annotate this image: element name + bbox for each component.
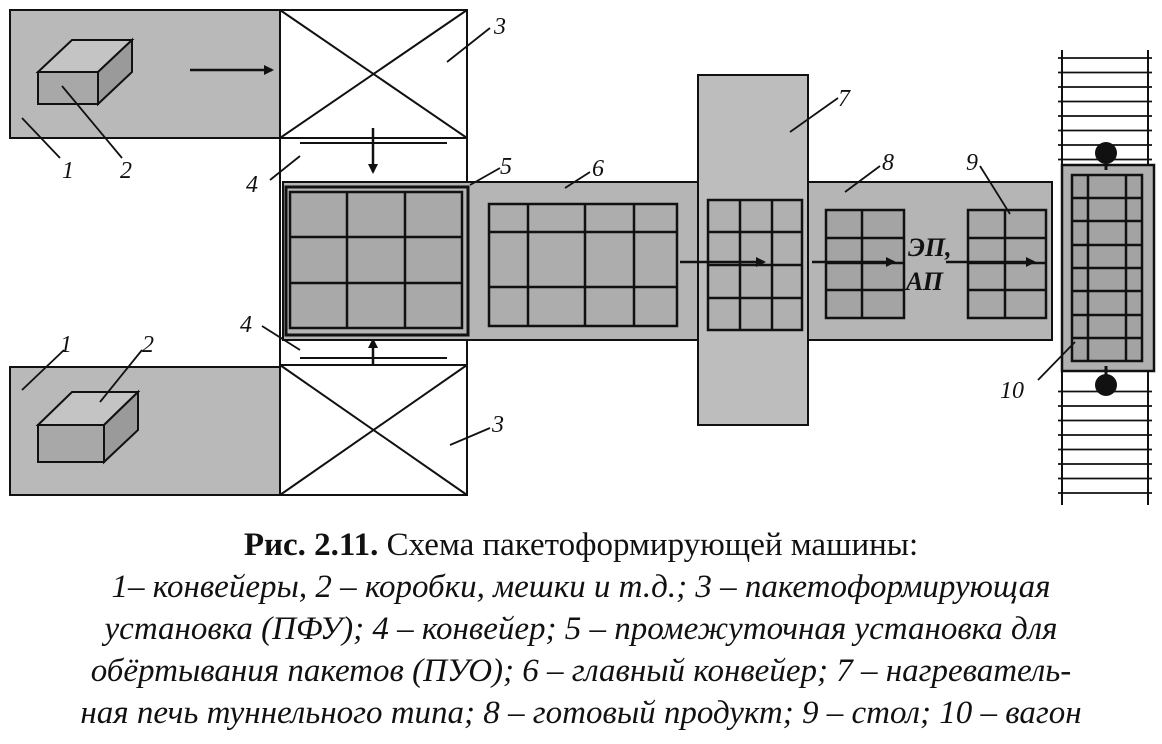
label-conveyor-bottom: 1 bbox=[60, 332, 72, 358]
label-product: 8 bbox=[882, 150, 894, 176]
leader-lines bbox=[21, 27, 1076, 446]
label-conveyor-top: 1 bbox=[62, 158, 74, 184]
caption-title-line: Рис. 2.11. Схема пакетоформирующей машин… bbox=[0, 524, 1162, 566]
rail-sleepers bbox=[1058, 57, 1152, 494]
label-conveyor-link-bottom: 4 bbox=[240, 312, 252, 338]
wagon-load-grid bbox=[1070, 173, 1144, 363]
puo-unit bbox=[284, 185, 470, 337]
label-pfu-top: 3 bbox=[493, 14, 506, 40]
packet-grid-puo bbox=[288, 190, 464, 330]
figure-caption: Рис. 2.11. Схема пакетоформирующей машин… bbox=[0, 524, 1162, 734]
label-conveyor-link-top: 4 bbox=[246, 172, 258, 198]
label-ep: ЭП, bbox=[908, 233, 952, 262]
label-table: 9 bbox=[966, 150, 978, 176]
label-box-top: 2 bbox=[120, 158, 132, 184]
packet-grid-furnace bbox=[706, 198, 804, 332]
caption-title: Схема пакетоформирующей машины: bbox=[378, 527, 919, 563]
label-main-conveyor: 6 bbox=[592, 156, 604, 182]
label-furnace: 7 bbox=[838, 86, 851, 112]
caption-legend-line-4: ная печь туннельного типа; 8 – готовый п… bbox=[80, 695, 1082, 731]
packet-forming-machine-diagram: 1 2 3 4 5 6 7 8 9 10 1 2 4 3 ЭП, АП bbox=[9, 9, 1156, 505]
box-bottom bbox=[35, 389, 141, 465]
label-puo: 5 bbox=[500, 154, 512, 180]
label-wagon: 10 bbox=[1000, 378, 1024, 404]
box-top bbox=[35, 37, 135, 107]
caption-legend-line-2: установка (ПФУ); 4 – конвейер; 5 – проме… bbox=[104, 611, 1058, 647]
label-pfu-bottom: 3 bbox=[491, 412, 504, 438]
table-product bbox=[966, 208, 1048, 320]
caption-legend-line-3: обёртывания пакетов (ПУО); 6 – главный к… bbox=[90, 653, 1072, 689]
pfu-bottom bbox=[279, 364, 468, 496]
finished-product bbox=[824, 208, 906, 320]
packet-grid-main bbox=[487, 202, 679, 328]
caption-number: Рис. 2.11. bbox=[243, 527, 379, 563]
label-ap: АП bbox=[904, 267, 944, 296]
caption-legend-line-1: 1– конвейеры, 2 – коробки, мешки и т.д.;… bbox=[111, 569, 1051, 605]
pfu-top bbox=[279, 9, 468, 139]
label-box-bottom: 2 bbox=[142, 332, 154, 358]
